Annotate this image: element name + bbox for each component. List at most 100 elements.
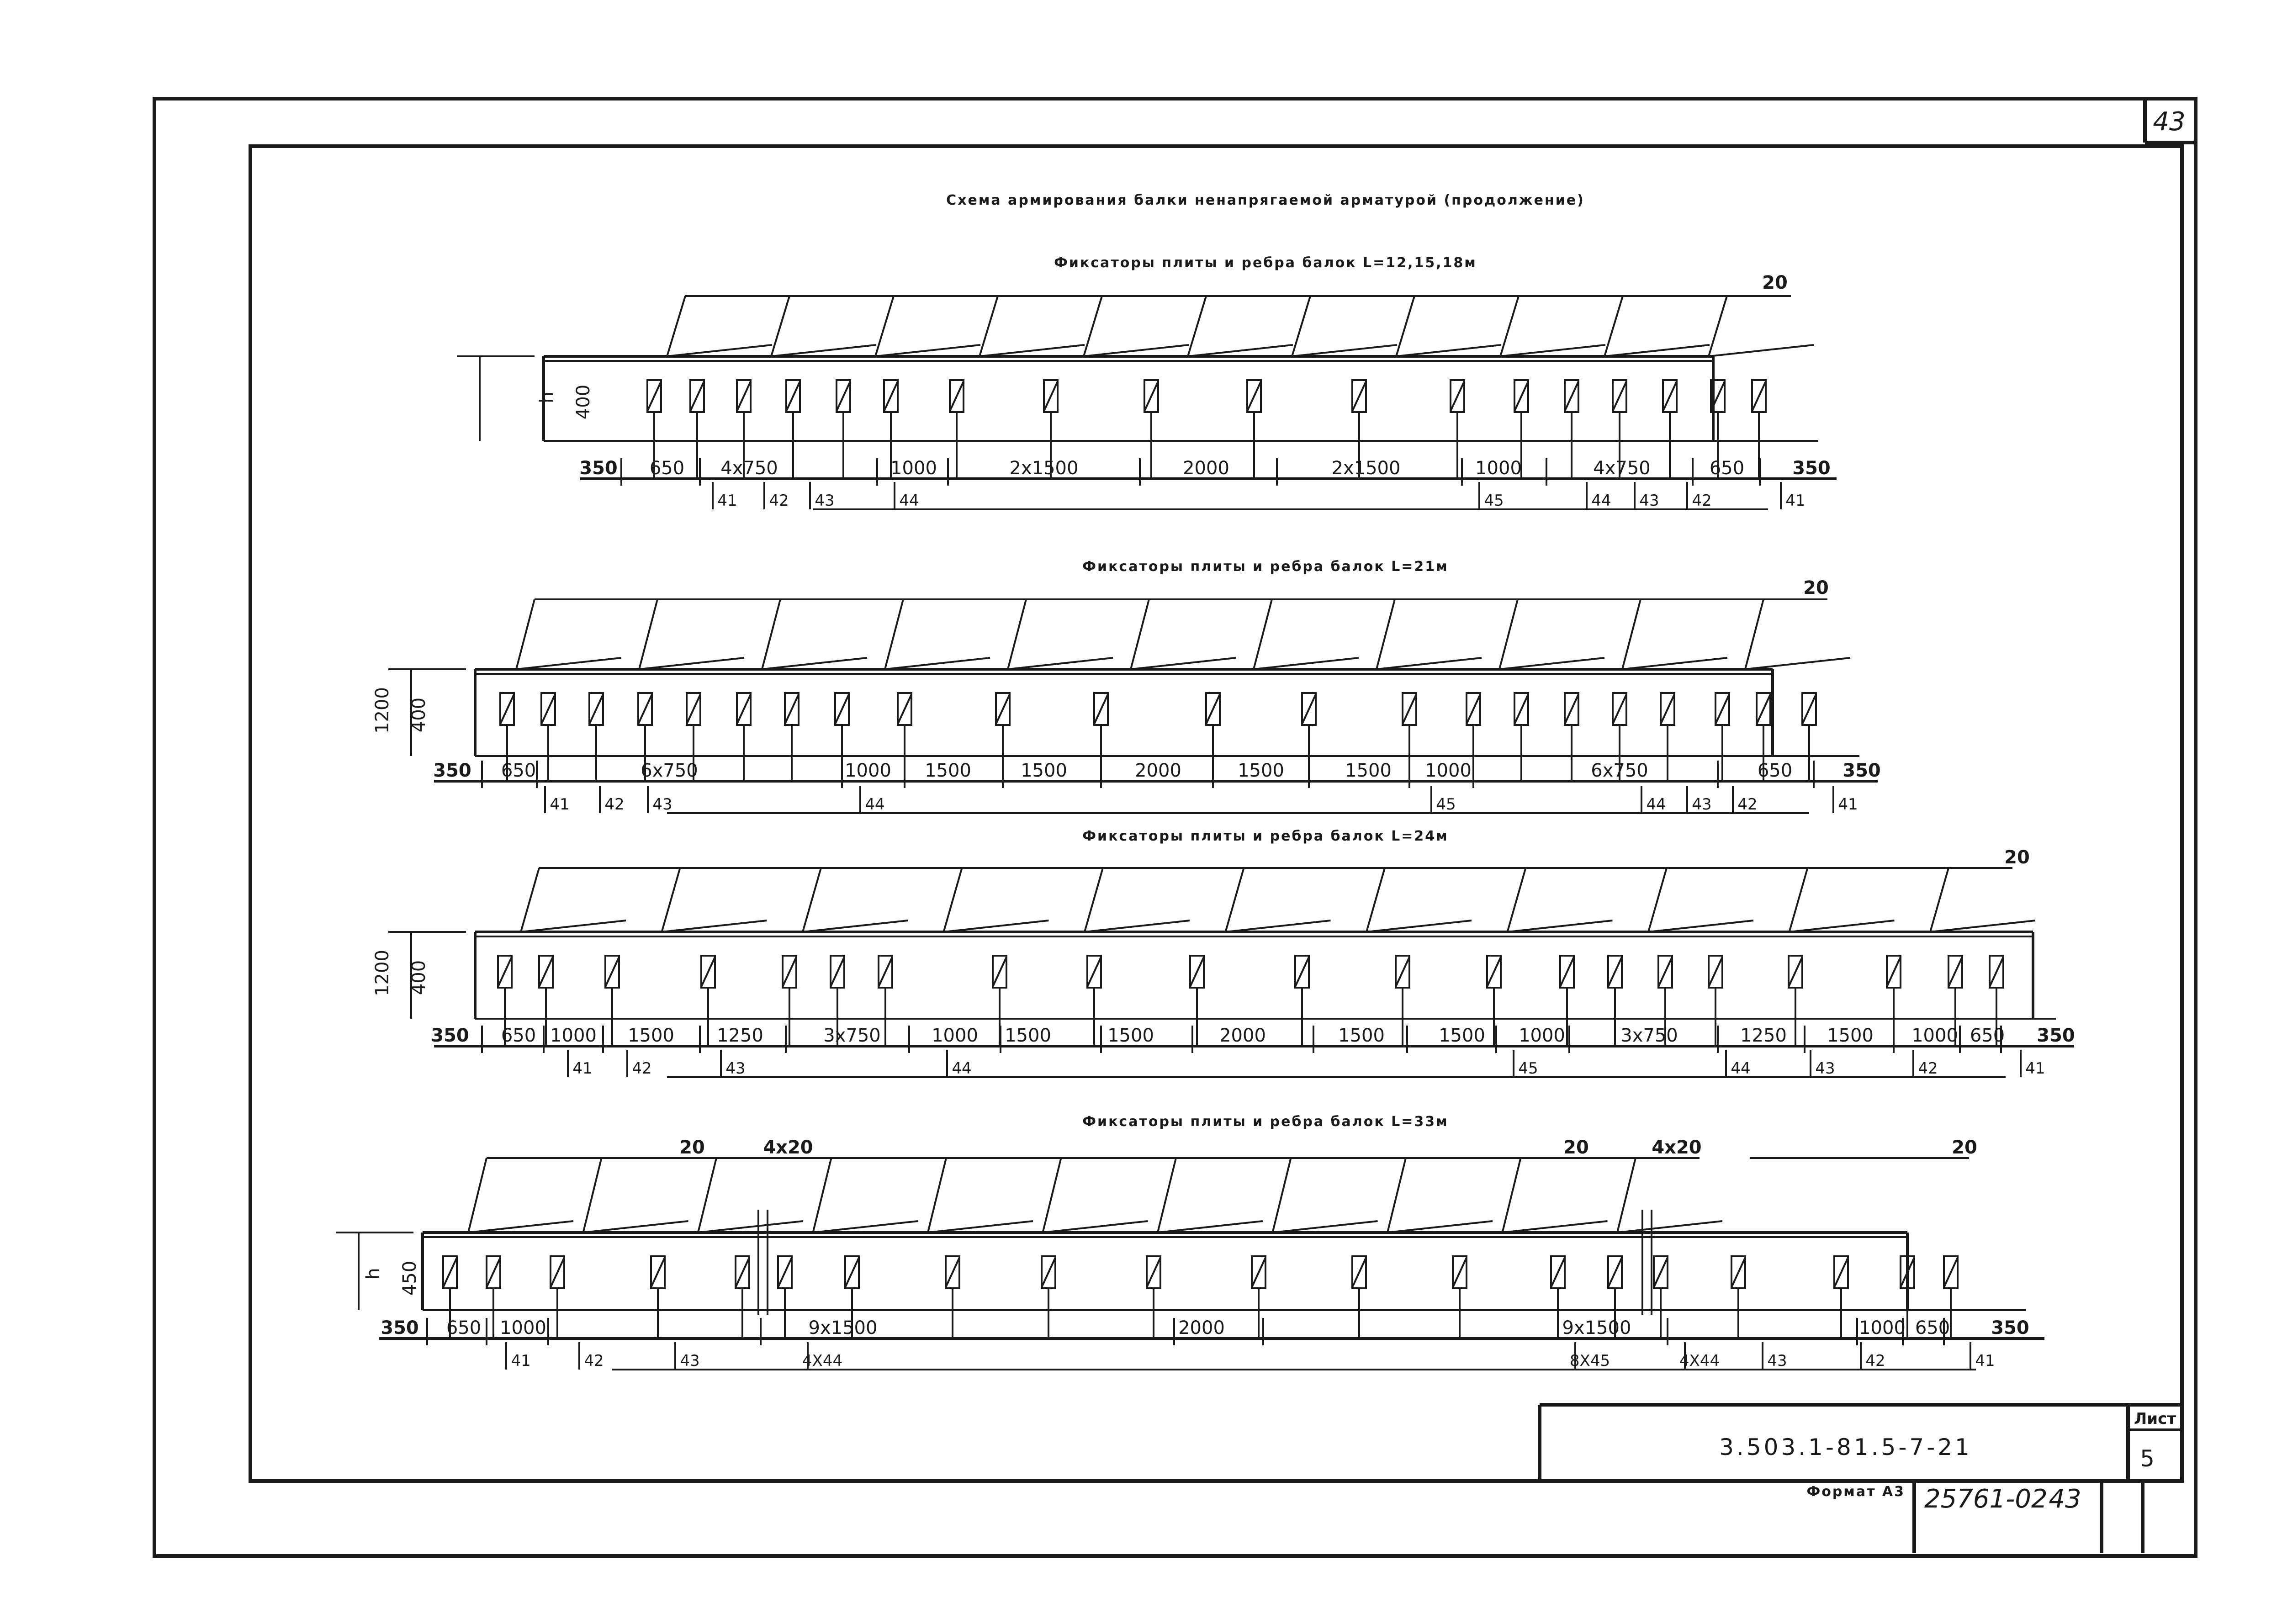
fixator: [1943, 1255, 1959, 1338]
fixator: [878, 955, 893, 1046]
fixator: [949, 379, 964, 479]
height-label: 1200: [372, 950, 393, 996]
fixator: [1246, 379, 1262, 479]
dimension-label: 2000: [1178, 1317, 1225, 1338]
fixator: [1710, 379, 1726, 479]
fixator: [1294, 955, 1310, 1046]
fixator: [1900, 1255, 1915, 1338]
fixator: [1146, 1255, 1161, 1338]
fixator: [1653, 1255, 1668, 1338]
top-bar-mark: 20: [1803, 577, 1829, 598]
fixators: [499, 692, 1817, 781]
fixator: [442, 1255, 458, 1338]
position-mark: 42: [604, 795, 624, 814]
fixator: [1514, 379, 1529, 479]
fixator: [637, 692, 653, 781]
top-bar-mark: 4x20: [763, 1137, 813, 1158]
height-400-label: 400: [408, 698, 429, 732]
position-mark: 45: [1518, 1059, 1538, 1078]
dimension-label: 1000: [1911, 1025, 1958, 1046]
fixators: [646, 379, 1767, 479]
position-mark: 42: [1692, 492, 1711, 510]
position-mark: 45: [1484, 492, 1504, 510]
dimension-label: 2000: [1135, 760, 1181, 781]
fixator: [1731, 1255, 1746, 1338]
position-mark: 45: [1436, 795, 1456, 814]
page-number: 43: [2153, 107, 2185, 137]
position-mark: 4X44: [1679, 1352, 1720, 1370]
height-label: h: [363, 1268, 384, 1279]
top-bar-mark: 4x20: [1652, 1137, 1701, 1158]
fixator: [836, 379, 851, 479]
fixator: [646, 379, 662, 479]
fixator: [1189, 955, 1205, 1046]
dimension-label: 1000: [1475, 458, 1522, 479]
fixator: [1041, 1255, 1056, 1338]
fixator: [540, 692, 556, 781]
position-mark: 41: [2025, 1059, 2045, 1078]
fixator: [1351, 379, 1367, 479]
height-400-label: 450: [399, 1261, 420, 1296]
fixator: [1788, 955, 1803, 1046]
fixator: [1564, 692, 1579, 781]
fixator: [550, 1255, 565, 1338]
dimension-label: 1500: [1107, 1025, 1154, 1046]
sheet-number: 5: [2140, 1445, 2155, 1472]
fixator: [1607, 1255, 1623, 1338]
position-mark: 41: [572, 1059, 592, 1078]
fixator: [1251, 1255, 1266, 1338]
position-mark: 42: [1918, 1059, 1938, 1078]
fixator: [1660, 692, 1675, 781]
fixator: [1756, 692, 1771, 781]
fixator: [1514, 692, 1529, 781]
dimension-label: 2000: [1183, 458, 1229, 479]
position-mark: 43: [652, 795, 672, 814]
beam-elevation: [542, 355, 1818, 442]
fixator: [883, 379, 899, 479]
fixator: [1486, 955, 1502, 1046]
fixator: [486, 1255, 501, 1338]
fixator: [1144, 379, 1159, 479]
dimension-label: 1000: [890, 458, 937, 479]
fixator: [1550, 1255, 1566, 1338]
sheet-frame: [153, 97, 2197, 1558]
position-mark: 41: [1975, 1352, 1995, 1370]
position-mark: 42: [632, 1059, 651, 1078]
position-mark: 42: [584, 1352, 604, 1370]
fixator: [1450, 379, 1465, 479]
scheme-subtitle: Фиксаторы плиты и ребра балок L=12,15,18…: [1054, 255, 1477, 271]
fixator: [830, 955, 845, 1046]
fixator: [1607, 955, 1623, 1046]
slab-bar-leaders: [467, 1157, 1723, 1233]
fixator: [689, 379, 705, 479]
fixator: [686, 692, 701, 781]
dimension-label: 3x750: [823, 1025, 880, 1046]
position-mark: 41: [550, 795, 569, 814]
fixator: [1948, 955, 1963, 1046]
position-mark: 44: [1731, 1059, 1750, 1078]
fixator: [782, 955, 797, 1046]
position-mark: 42: [1865, 1352, 1885, 1370]
position-mark: 43: [815, 492, 834, 510]
position-mark: 44: [952, 1059, 971, 1078]
position-mark: 8X45: [1570, 1352, 1610, 1370]
scheme-subtitle: Фиксаторы плиты и ребра балок L=33м: [1082, 1114, 1448, 1130]
position-mark: 41: [511, 1352, 530, 1370]
scheme-1: Фиксаторы плиты и ребра балок L=12,15,18…: [457, 255, 1837, 510]
fixator: [538, 955, 554, 1046]
dimension-label: 650: [501, 760, 536, 781]
top-bar-mark: 20: [679, 1137, 705, 1158]
dimension-label: 1000: [845, 760, 891, 781]
dimension-label: 2x1500: [1332, 458, 1401, 479]
position-mark: 43: [680, 1352, 699, 1370]
fixator: [1351, 1255, 1367, 1338]
fixators: [497, 955, 2004, 1046]
height-400-label: 400: [408, 960, 429, 995]
position-mark: 44: [1591, 492, 1611, 510]
